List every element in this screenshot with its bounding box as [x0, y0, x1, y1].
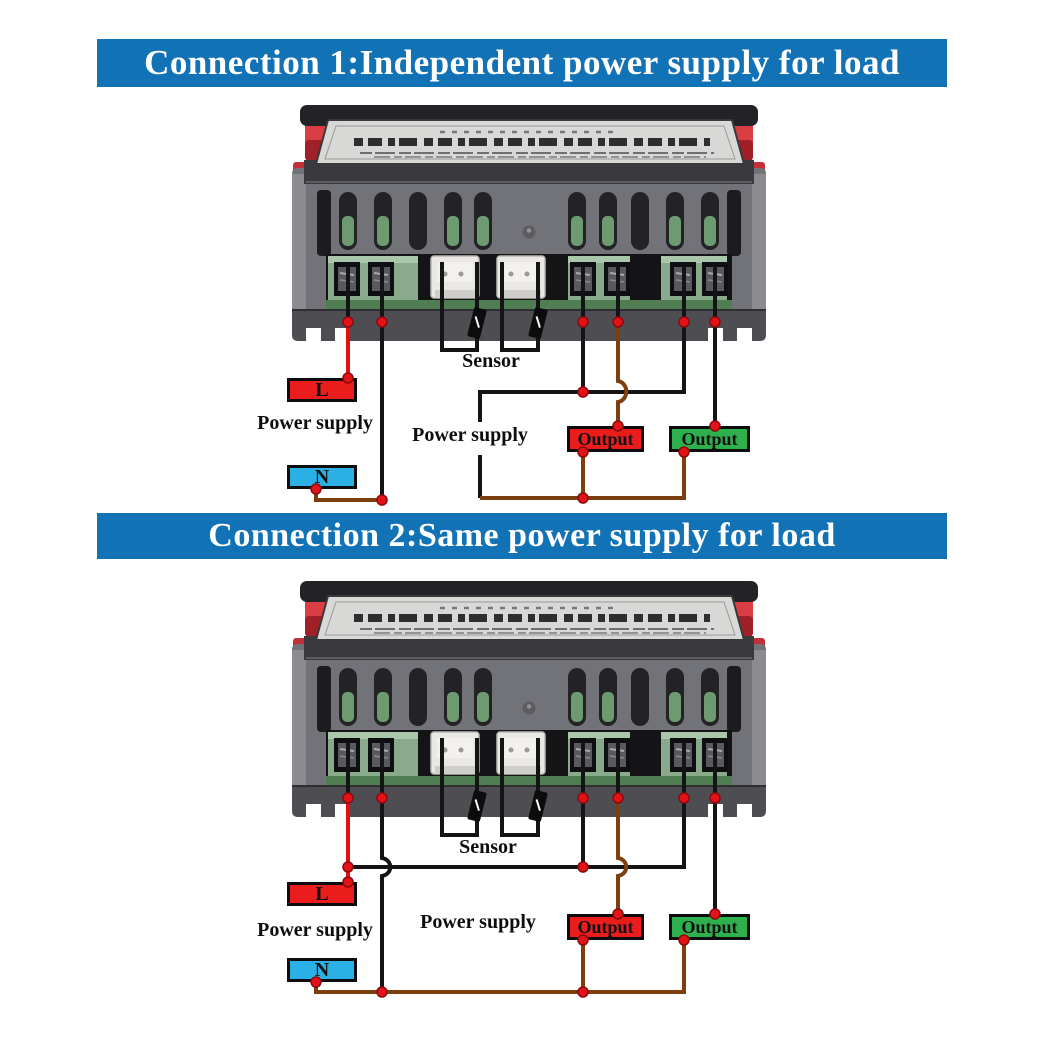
power-supply-label-2: Power supply: [257, 919, 373, 941]
wiring-connection-2: [314, 738, 717, 994]
neutral-terminal-box-2: N: [287, 958, 357, 982]
load-power-supply-label-1: Power supply: [412, 424, 528, 446]
sensor-probe-icon: [467, 790, 548, 822]
output-box-red-2: Output: [567, 914, 644, 940]
live-terminal-box-2: L: [287, 882, 357, 906]
junction-dots-connection-1: [310, 316, 721, 506]
relay1-output-wire-1: [616, 322, 629, 426]
power-supply-label-1: Power supply: [257, 412, 373, 434]
live-bus-2: [348, 798, 686, 869]
neutral-terminal-box-1: N: [287, 465, 357, 489]
live-terminal-box-1: L: [287, 378, 357, 402]
sensor-probe-icon: [467, 307, 548, 339]
header-connection-2: Connection 2:Same power supply for load: [97, 513, 947, 559]
sensor-label-1: Sensor: [462, 350, 520, 372]
load-power-supply-label-2: Power supply: [420, 911, 536, 933]
sensor-loops-2: [440, 738, 540, 837]
terminal-stub-wires-2: [346, 742, 717, 798]
junction-dots-connection-2: [310, 792, 721, 998]
wiring-connection-1: [314, 262, 717, 502]
return-bottom-bus-2: [382, 940, 686, 994]
sensor-label-2: Sensor: [459, 836, 517, 858]
neutral-wire-2: [380, 798, 393, 992]
sensor-loops-1: [440, 262, 540, 352]
output-box-green-2: Output: [669, 914, 750, 940]
header-connection-1: Connection 1:Independent power supply fo…: [97, 39, 947, 87]
relay1-output-wire-2: [616, 798, 629, 914]
load-supply-bottom-bus-1: [480, 452, 686, 500]
